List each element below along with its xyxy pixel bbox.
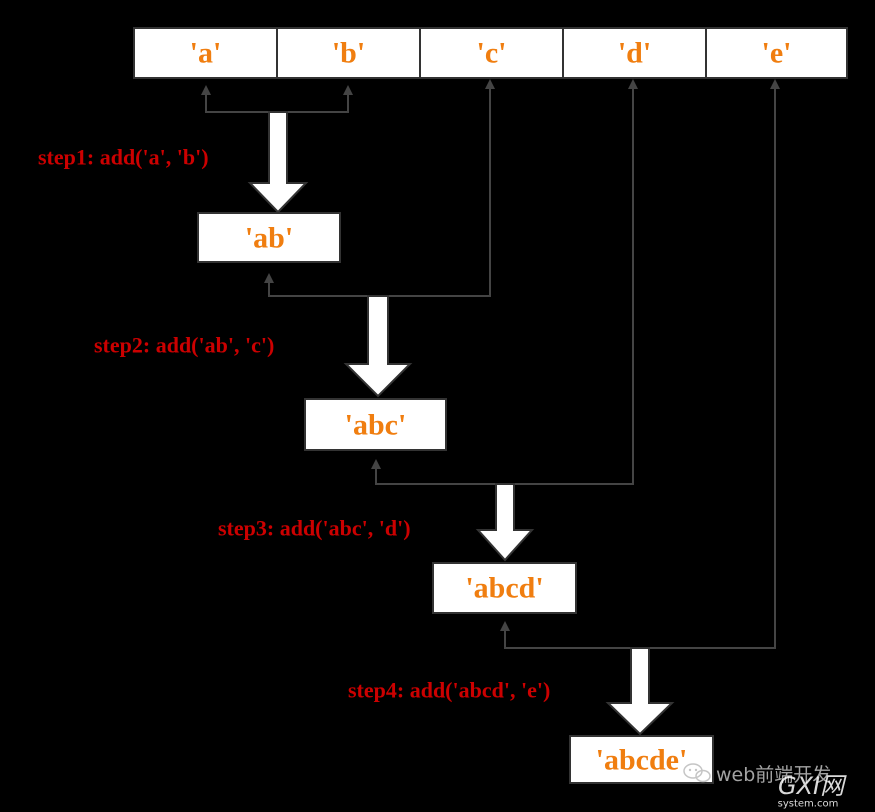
result-label: 'abcd' — [465, 572, 543, 605]
step-label-4: step4: add('abcd', 'e') — [348, 678, 550, 703]
connector-c — [378, 79, 495, 297]
result-box-abcd: 'abcd' — [432, 562, 577, 614]
flow-arrow-step2 — [343, 295, 413, 398]
array-cell-label: 'e' — [762, 37, 792, 70]
result-box-abcde: 'abcde' — [569, 735, 714, 784]
array-cell-label: 'b' — [332, 37, 365, 70]
result-label: 'abc' — [345, 409, 407, 442]
step-labels: step1: add('a', 'b') step2: add('ab', 'c… — [38, 145, 550, 703]
array-cell-label: 'a' — [190, 37, 222, 70]
result-boxes: 'ab' 'abc' 'abcd' 'abcde' — [197, 212, 714, 784]
array-cell-label: 'd' — [618, 37, 651, 70]
result-label: 'abcde' — [596, 744, 688, 777]
watermark-site-logo: GXI网 — [778, 772, 847, 800]
connector-d — [505, 79, 638, 485]
array-cell-e: 'e' — [705, 27, 848, 79]
flow-arrow-step3 — [475, 483, 535, 562]
wechat-icon — [683, 763, 711, 783]
connector-e — [640, 79, 780, 649]
flow-arrows — [247, 111, 675, 736]
flow-arrow-step1 — [247, 111, 309, 214]
connector-ab — [264, 273, 378, 297]
step-label-2: step2: add('ab', 'c') — [94, 333, 274, 358]
watermark: web前端开发 GXI网 system.com — [683, 763, 847, 810]
watermark-site-url: system.com — [778, 799, 839, 810]
connector-abc — [371, 459, 505, 485]
source-array: 'a' 'b' 'c' 'd' 'e' — [133, 27, 848, 79]
watermark-channel: web前端开发 — [716, 764, 831, 786]
connector-a — [201, 85, 278, 113]
step-label-3: step3: add('abc', 'd') — [218, 516, 411, 541]
flow-arrow-step4 — [605, 647, 675, 736]
connectors — [201, 79, 780, 649]
result-label: 'ab' — [245, 222, 293, 255]
array-cell-b: 'b' — [276, 27, 421, 79]
result-box-ab: 'ab' — [197, 212, 341, 263]
array-cell-label: 'c' — [477, 37, 507, 70]
array-cell-d: 'd' — [562, 27, 707, 79]
connector-abcd — [500, 621, 640, 649]
array-cell-c: 'c' — [419, 27, 564, 79]
result-box-abc: 'abc' — [304, 398, 447, 451]
array-cell-a: 'a' — [133, 27, 278, 79]
connector-b — [278, 85, 353, 113]
step-label-1: step1: add('a', 'b') — [38, 145, 209, 170]
